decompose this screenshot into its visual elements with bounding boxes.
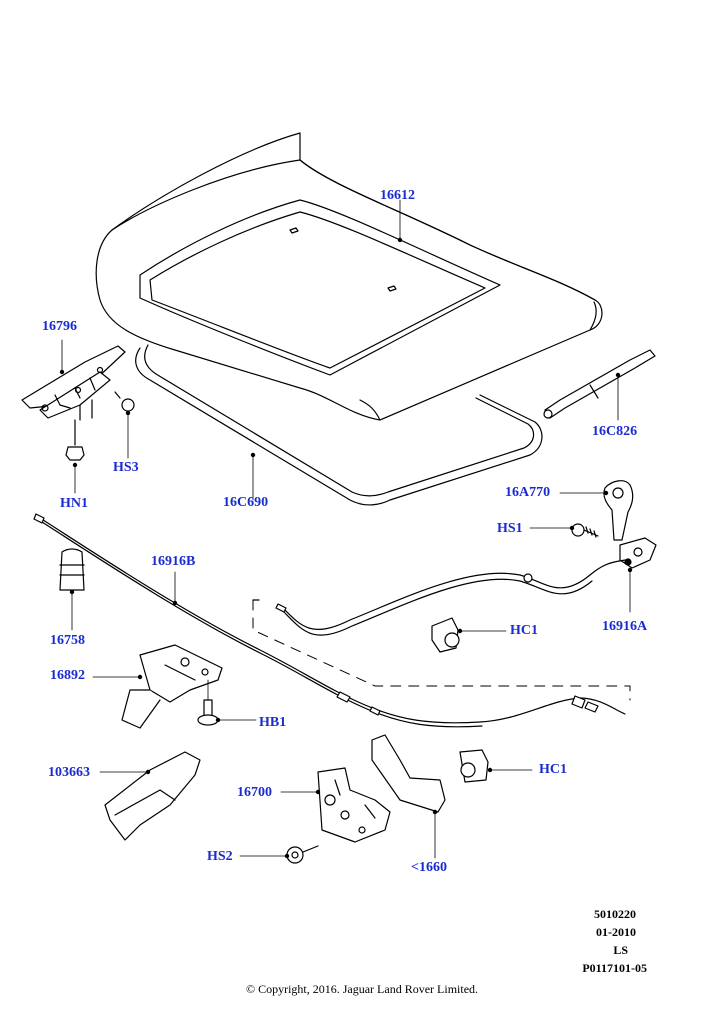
label-hn1: HN1 [60,496,88,511]
label-hood: 16612 [380,188,415,203]
label-plate: <1660 [411,860,447,875]
gas-strut [543,349,656,421]
release-cable-upper [275,559,626,636]
hood-seal [135,344,543,506]
hc1-clip-right [459,749,533,783]
label-cable: 16916B [151,554,196,569]
cable-bracket [619,537,657,613]
label-seal: 16C690 [223,495,269,510]
striker-assembly [92,644,223,729]
label-hs1: HS1 [497,521,523,536]
label-cable-bracket: 16916A [602,619,648,634]
release-cable-main [33,513,626,728]
hs2-bolt [239,845,319,864]
label-hc1-right: HC1 [539,762,567,777]
hinge-assembly [21,339,126,421]
label-hs2: HS2 [207,849,233,864]
hb1-bolt [197,679,257,726]
release-handle [559,480,634,541]
doc-id: 5010220 [594,907,636,921]
copyright-notice: © Copyright, 2016. Jaguar Land Rover Lim… [245,982,479,996]
label-strut: 16C826 [592,424,638,439]
label-release-handle: 16A770 [505,485,551,500]
hs3-screw [114,391,135,459]
mounting-bracket [99,751,201,841]
label-bump-stop: 16758 [50,633,85,648]
hood-latch [280,767,391,843]
label-bracket: 103663 [48,765,90,780]
hc1-clip-top [431,617,507,653]
label-striker: 16892 [50,668,85,683]
label-hinge: 16796 [42,319,77,334]
label-hb1: HB1 [259,715,287,730]
hn1-nut [65,419,85,494]
doc-date: 01-2010 [596,925,636,939]
hs1-screw [529,523,599,538]
label-hc1-top: HC1 [510,623,538,638]
label-latch: 16700 [237,785,272,800]
latch-plate [371,734,446,859]
label-hs3: HS3 [113,460,139,475]
hood-panel [95,132,603,421]
bump-stop [59,548,85,631]
doc-model: LS [613,943,628,957]
dashed-guide [252,599,631,701]
doc-ref: P0117101-05 [582,961,647,975]
